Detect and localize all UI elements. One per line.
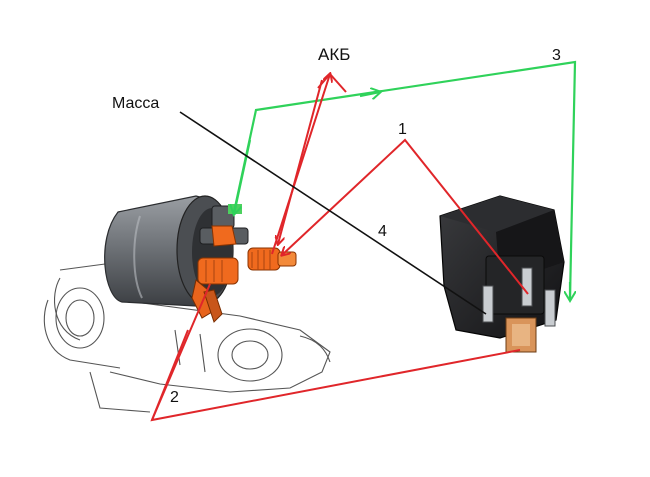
- wire-2-red: [150, 283, 521, 422]
- relay-pin-right: [544, 289, 556, 327]
- label-wire-3: 3: [552, 47, 561, 64]
- label-battery: АКБ: [318, 45, 350, 64]
- wire-battery-red: [271, 74, 347, 255]
- solenoid: [104, 195, 249, 307]
- starter-motor: [43, 261, 331, 413]
- wire-3-green: [234, 60, 577, 300]
- label-wire-4: 4: [378, 223, 387, 240]
- relay-pin-left: [482, 285, 494, 323]
- relay: [439, 195, 565, 353]
- wire-1-red: [282, 138, 529, 295]
- label-wire-1: 1: [398, 121, 407, 138]
- label-ground: Масса: [112, 95, 159, 112]
- label-wire-2: 2: [170, 389, 179, 406]
- wire-4-ground: [179, 111, 487, 315]
